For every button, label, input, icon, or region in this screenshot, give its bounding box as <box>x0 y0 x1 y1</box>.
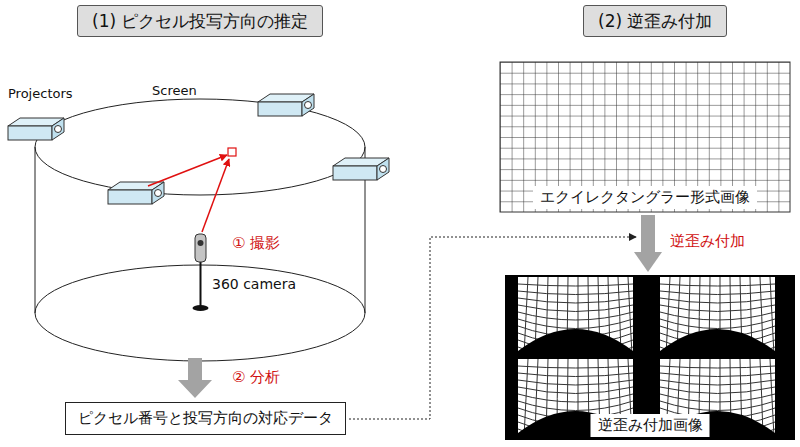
image-panel: 逆歪み付加画像 <box>505 275 795 440</box>
part-label: Projectors <box>8 86 73 101</box>
node-text: ピクセル番号と投写方向の対応データ <box>78 409 333 428</box>
part-label: Screen <box>152 83 197 98</box>
projector-icon <box>258 94 314 116</box>
node-text: エクイレクタングラー形式画像 <box>533 186 757 209</box>
section-title: (2) 逆歪み付加 <box>583 5 727 37</box>
step-label: ② 分析 <box>232 368 280 387</box>
dotted-leader <box>349 237 636 419</box>
node-text: 逆歪み付加画像 <box>591 414 710 437</box>
section-heading: (2) 逆歪み付加 <box>598 10 712 33</box>
block-arrow <box>641 215 655 252</box>
projector-icon <box>108 182 164 204</box>
part-label: 360 camera <box>212 276 296 292</box>
projector-icon <box>8 118 64 140</box>
image-panel: エクイレクタングラー形式画像 <box>500 62 790 212</box>
equirectangular-image <box>500 62 790 212</box>
target-pixel <box>228 148 236 156</box>
camera-icon <box>193 234 209 311</box>
step-label: ① 撮影 <box>232 234 280 253</box>
predistorted-image <box>505 275 795 441</box>
camera-ray <box>202 159 229 232</box>
section-heading: (1) ピクセル投写方向の推定 <box>92 10 308 33</box>
cylinder-screen <box>35 99 365 361</box>
edge-label: 逆歪み付加 <box>670 232 745 251</box>
process-arrow <box>178 358 212 398</box>
projector-icon <box>333 158 389 180</box>
section-title: (1) ピクセル投写方向の推定 <box>77 5 323 37</box>
data-box: ピクセル番号と投写方向の対応データ <box>65 402 346 435</box>
projection-ray <box>148 155 227 186</box>
